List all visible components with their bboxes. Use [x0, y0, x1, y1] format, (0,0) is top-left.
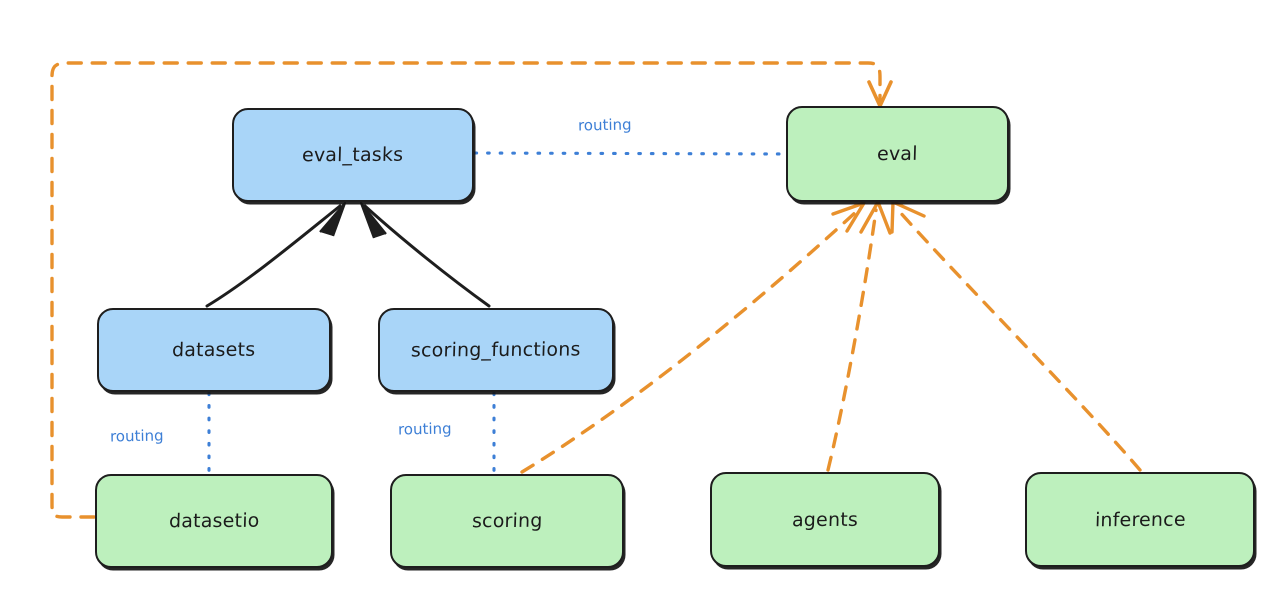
- node-inference[interactable]: inference: [1025, 472, 1255, 567]
- node-scoring-functions[interactable]: scoring_functions: [378, 308, 614, 392]
- edge-datasets-to-eval_tasks: [205, 201, 347, 308]
- node-label-scoring-functions: scoring_functions: [410, 338, 582, 362]
- node-agents[interactable]: agents: [710, 472, 940, 567]
- edge-inference-to-eval: [890, 200, 1142, 472]
- node-eval[interactable]: eval: [786, 106, 1009, 202]
- node-label-inference: inference: [1094, 508, 1186, 531]
- edge-scoring_functions-to-eval_tasks: [359, 201, 491, 308]
- node-datasets[interactable]: datasets: [97, 308, 331, 392]
- edge-label-routing-datasets-datasetio: routing: [109, 426, 164, 446]
- node-label-datasetio: datasetio: [168, 509, 260, 533]
- node-label-agents: agents: [791, 508, 859, 531]
- node-label-eval-tasks: eval_tasks: [302, 143, 404, 167]
- node-label-scoring: scoring: [471, 509, 543, 533]
- node-label-datasets: datasets: [172, 338, 256, 362]
- edge-label-routing-scoring-functions-scoring: routing: [397, 419, 452, 439]
- node-datasetio[interactable]: datasetio: [95, 474, 333, 568]
- node-scoring[interactable]: scoring: [390, 474, 624, 568]
- node-label-eval: eval: [876, 142, 919, 166]
- edge-label-routing-eval-tasks-eval: routing: [577, 115, 632, 135]
- edge-agents-to-eval: [826, 200, 892, 472]
- edge-eval_tasks-to-eval: [473, 151, 787, 156]
- node-eval-tasks[interactable]: eval_tasks: [232, 108, 474, 202]
